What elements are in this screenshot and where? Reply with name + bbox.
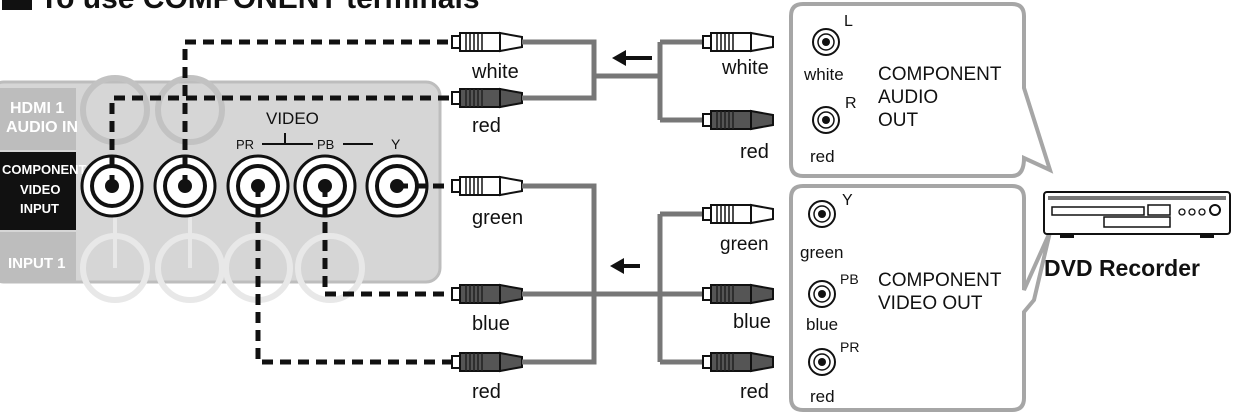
component-label-line1: COMPONENT <box>2 162 87 177</box>
audio-red-label: red <box>810 147 835 166</box>
cable-label-red-audio: red <box>472 115 501 137</box>
tv-component-jacks <box>80 154 429 218</box>
audio-out-title-line2: AUDIO <box>878 87 938 108</box>
video-jack-pb-label: PB <box>840 271 859 287</box>
wire-white <box>182 39 452 186</box>
audio-jack-r-label: R <box>845 95 857 112</box>
device-label-white: white <box>721 57 769 79</box>
component-label-block <box>0 152 76 230</box>
video-jack-pr <box>808 348 836 376</box>
cable-audio-left <box>522 39 660 101</box>
video-out-callout <box>789 184 1052 412</box>
video-jack-y <box>808 200 836 228</box>
dvd-recorder-icon <box>1043 191 1231 238</box>
audio-jack-r <box>812 106 840 134</box>
component-label-line2: VIDEO <box>20 182 60 197</box>
hdmi-label-line1: HDMI 1 <box>10 100 64 117</box>
audio-jack-l <box>812 28 840 56</box>
video-out-title-line1: COMPONENT <box>878 270 1002 291</box>
cable-label-red-video: red <box>472 381 501 403</box>
device-label-green: green <box>720 234 769 255</box>
pr-label: PR <box>236 137 254 152</box>
video-bracket <box>262 133 373 145</box>
video-green-label: green <box>800 243 843 262</box>
cable-label-blue: blue <box>472 313 510 335</box>
plug-red-audio-right <box>702 110 774 130</box>
dvd-recorder-label: DVD Recorder <box>1044 255 1200 281</box>
pb-label: PB <box>317 137 334 152</box>
audio-jack-l-label: L <box>844 13 853 30</box>
audio-white-label: white <box>803 65 844 84</box>
heading-square-icon <box>2 0 32 10</box>
dashed-wires <box>109 39 452 365</box>
audio-arrow-icon <box>612 50 652 66</box>
plug-red-video-right <box>702 352 774 372</box>
solid-cables <box>522 39 703 365</box>
cable-label-white: white <box>471 61 519 83</box>
audio-out-callout <box>789 2 1054 178</box>
video-red-label: red <box>810 387 835 406</box>
plug-white-left <box>451 32 523 52</box>
cable-label-green: green <box>472 207 523 229</box>
video-jack-pb <box>808 280 836 308</box>
component-label-line3: INPUT <box>20 201 59 216</box>
wire-blue <box>322 186 452 297</box>
cable-audio-right <box>657 39 703 123</box>
plug-green-left <box>451 176 523 196</box>
plug-blue-left <box>451 284 523 304</box>
tv-back-panel <box>0 75 442 303</box>
video-jack-y-label: Y <box>842 192 853 209</box>
plug-white-right <box>702 32 774 52</box>
device-label-red-video: red <box>740 381 769 403</box>
device-label-blue: blue <box>733 311 771 333</box>
audio-out-title-line1: COMPONENT <box>878 64 1002 85</box>
device-label-red-audio: red <box>740 141 769 163</box>
audio-out-title-line3: OUT <box>878 110 919 131</box>
plug-red-audio-left <box>451 88 523 108</box>
cable-video-right <box>657 211 703 365</box>
video-out-title-line2: VIDEO OUT <box>878 293 983 314</box>
hdmi-label-line2: AUDIO IN <box>6 119 78 136</box>
plug-blue-right <box>702 284 774 304</box>
video-blue-label: blue <box>806 315 838 334</box>
video-arrow-icon <box>610 258 640 274</box>
wire-red-audio <box>109 95 452 186</box>
video-jack-pr-label: PR <box>840 339 859 355</box>
plug-green-right <box>702 204 774 224</box>
heading: To use COMPONENT terminals <box>40 0 480 15</box>
wire-red-video <box>255 186 452 365</box>
y-label: Y <box>391 136 401 152</box>
plug-red-video-left <box>451 352 523 372</box>
video-label: VIDEO <box>266 109 319 128</box>
cable-video-left-a <box>522 183 597 365</box>
input-label: INPUT 1 <box>8 255 66 272</box>
